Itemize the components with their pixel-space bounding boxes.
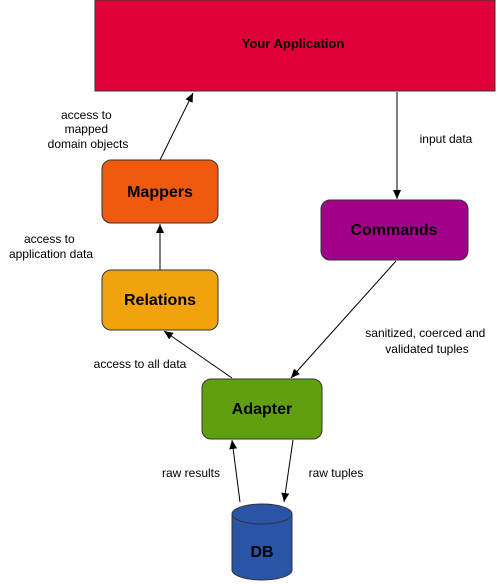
edge-label-db-to-adapter: raw results xyxy=(162,466,220,480)
relations-box xyxy=(101,269,219,331)
adapter-box xyxy=(201,378,323,440)
edge-label-line: sanitized, coerced and xyxy=(365,326,485,340)
edge-label-line: access to xyxy=(24,232,75,246)
relations-label: Relations xyxy=(124,292,196,309)
edge-db-to-adapter xyxy=(229,439,241,503)
edge-label-adapter-to-relations: access to all data xyxy=(94,357,187,371)
edge-label-line: input data xyxy=(420,132,473,146)
edge-label-line: access to xyxy=(61,108,112,122)
edge-label-relations-to-mappers: access to application data xyxy=(9,232,93,261)
edge-label-mappers-to-app: access to mapped domain objects xyxy=(48,108,129,151)
adapter-label: Adapter xyxy=(232,401,292,418)
edge-adapter-to-db xyxy=(281,439,294,503)
edge-label-line: validated tuples xyxy=(385,342,468,356)
edge-label-adapter-to-db: raw tuples xyxy=(309,466,364,480)
edge-label-app-to-commands: input data xyxy=(420,132,473,146)
edge-label-line: application data xyxy=(9,247,93,261)
edge-adapter-to-relations xyxy=(163,330,233,379)
edge-label-line: raw tuples xyxy=(309,466,364,480)
edge-label-line: access to all data xyxy=(94,357,187,371)
edge-label-line: domain objects xyxy=(48,137,129,151)
commands-box xyxy=(320,199,469,261)
edge-label-line: mapped xyxy=(65,122,108,136)
your-application-box xyxy=(94,0,496,92)
your-application-label: Your Application xyxy=(242,36,345,51)
db-label: DB xyxy=(250,544,273,561)
db-cylinder xyxy=(231,503,293,581)
edge-label-line: raw results xyxy=(162,466,220,480)
mappers-box xyxy=(101,159,219,224)
commands-label: Commands xyxy=(350,222,437,239)
edge-mappers-to-app xyxy=(159,92,194,161)
edge-label-commands-to-adapter: sanitized, coerced and validated tuples xyxy=(365,326,488,356)
edge-commands-to-adapter xyxy=(290,260,397,379)
mappers-label: Mappers xyxy=(127,184,193,201)
